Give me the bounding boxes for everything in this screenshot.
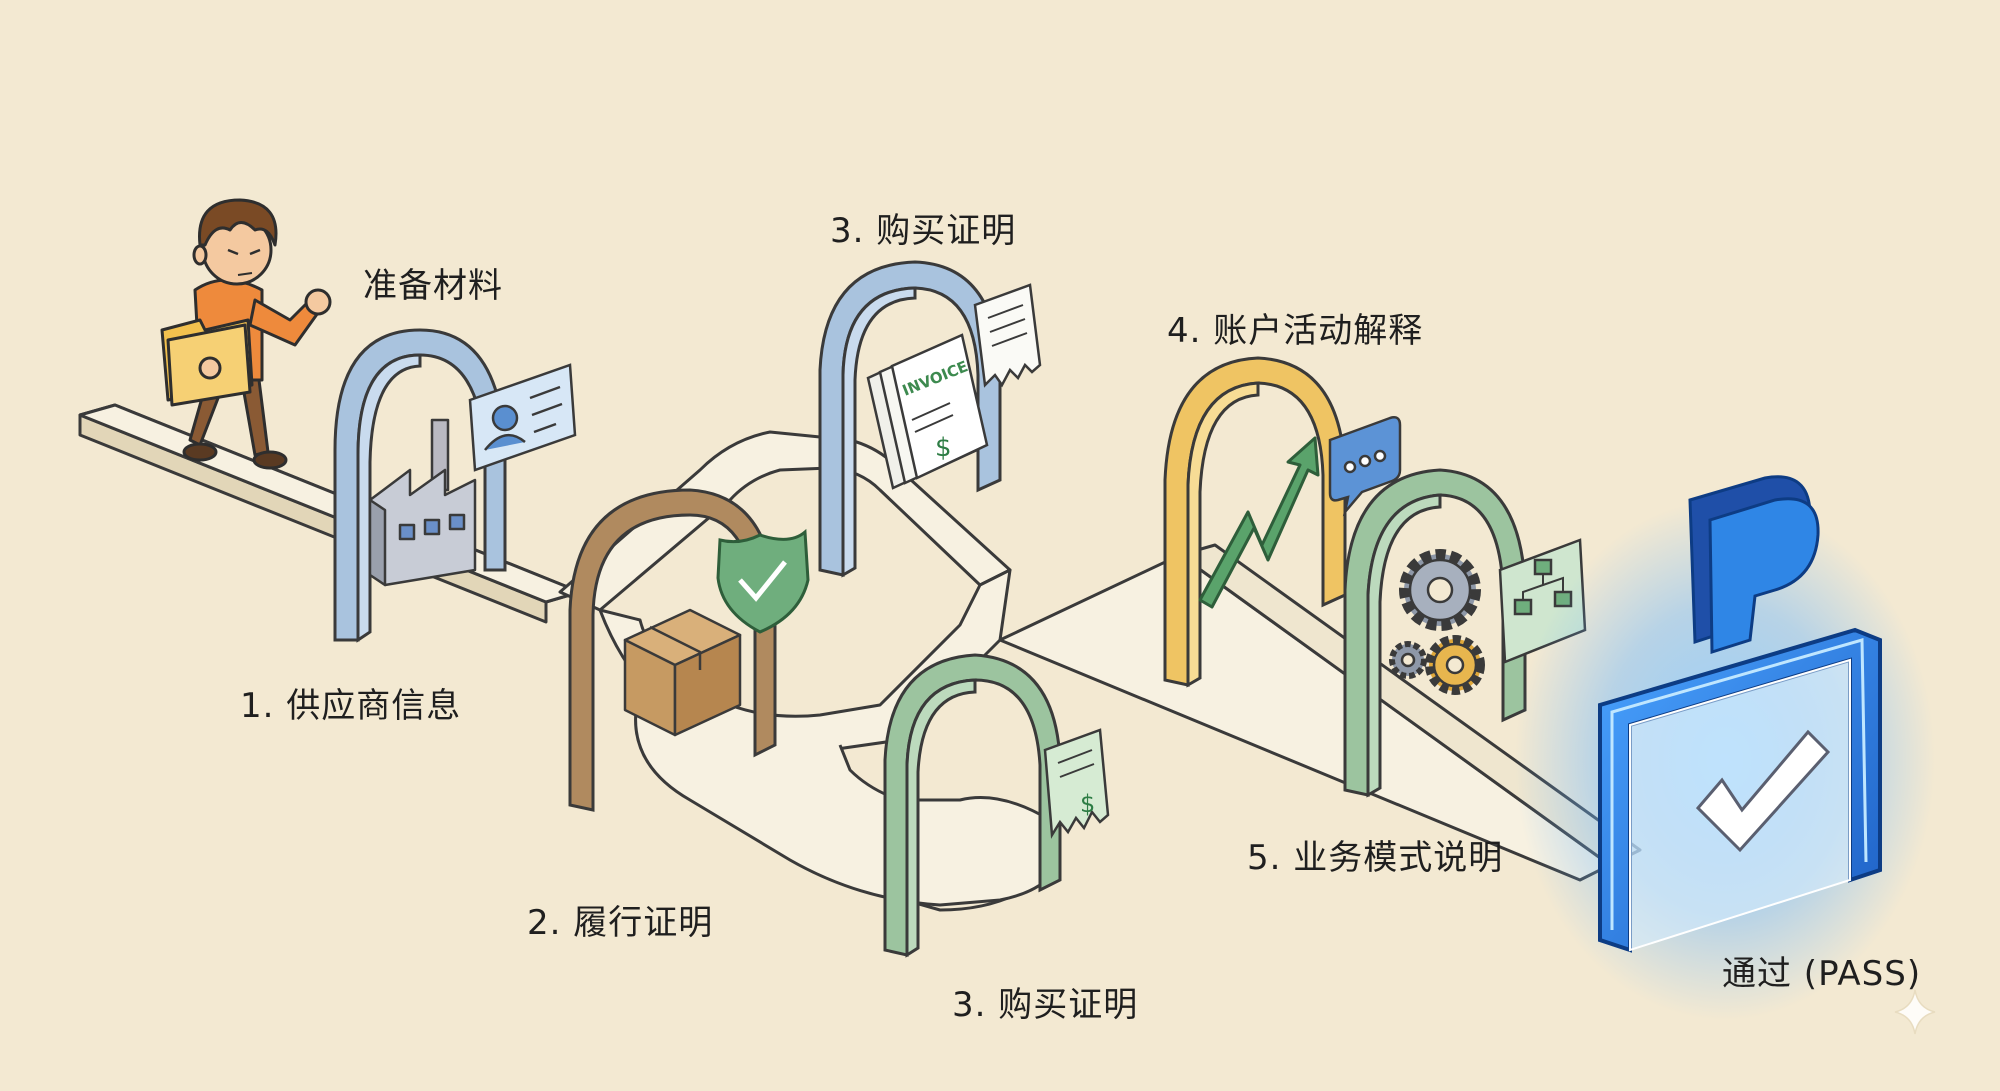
growth-arrow-icon: [1198, 436, 1320, 609]
checkmark-icon: [1695, 729, 1831, 853]
receipt-icon-bottom: $: [1043, 728, 1110, 839]
gate-4-account-activity: [1163, 356, 1347, 688]
invoice-icon: INVOICE $: [866, 333, 989, 490]
paypal-logo-icon: [1688, 475, 1820, 655]
label-step-3-purchase-top: 3. 购买证明: [830, 211, 1017, 251]
label-step-3-purchase-bottom: 3. 购买证明: [952, 985, 1139, 1025]
label-pass: 通过 (PASS): [1722, 954, 1922, 994]
id-card-icon: [468, 363, 577, 472]
factory-icon: [368, 418, 477, 587]
dollar-sign-1: $: [935, 433, 952, 463]
gears-icon: [1389, 549, 1485, 695]
pass-gate: [1515, 500, 1935, 1020]
chat-bubble-icon: [1328, 416, 1402, 517]
sparkle-icon: [1894, 989, 1936, 1035]
gate-1-supplier: [333, 328, 507, 643]
dollar-sign-2: $: [1080, 790, 1095, 818]
label-step-2-fulfillment: 2. 履行证明: [527, 903, 714, 943]
label-prepare-materials: 准备材料: [363, 266, 503, 306]
label-step-1-supplier-info: 1. 供应商信息: [240, 686, 462, 726]
person-with-folder-icon: [160, 198, 332, 470]
gate-2-fulfillment: [568, 488, 777, 812]
label-step-5-business-model: 5. 业务模式说明: [1247, 838, 1504, 878]
label-step-4-account-activity: 4. 账户活动解释: [1167, 311, 1424, 351]
shield-check-icon: [716, 528, 810, 634]
box-icon: [623, 608, 742, 737]
receipt-icon-top: [973, 283, 1042, 388]
